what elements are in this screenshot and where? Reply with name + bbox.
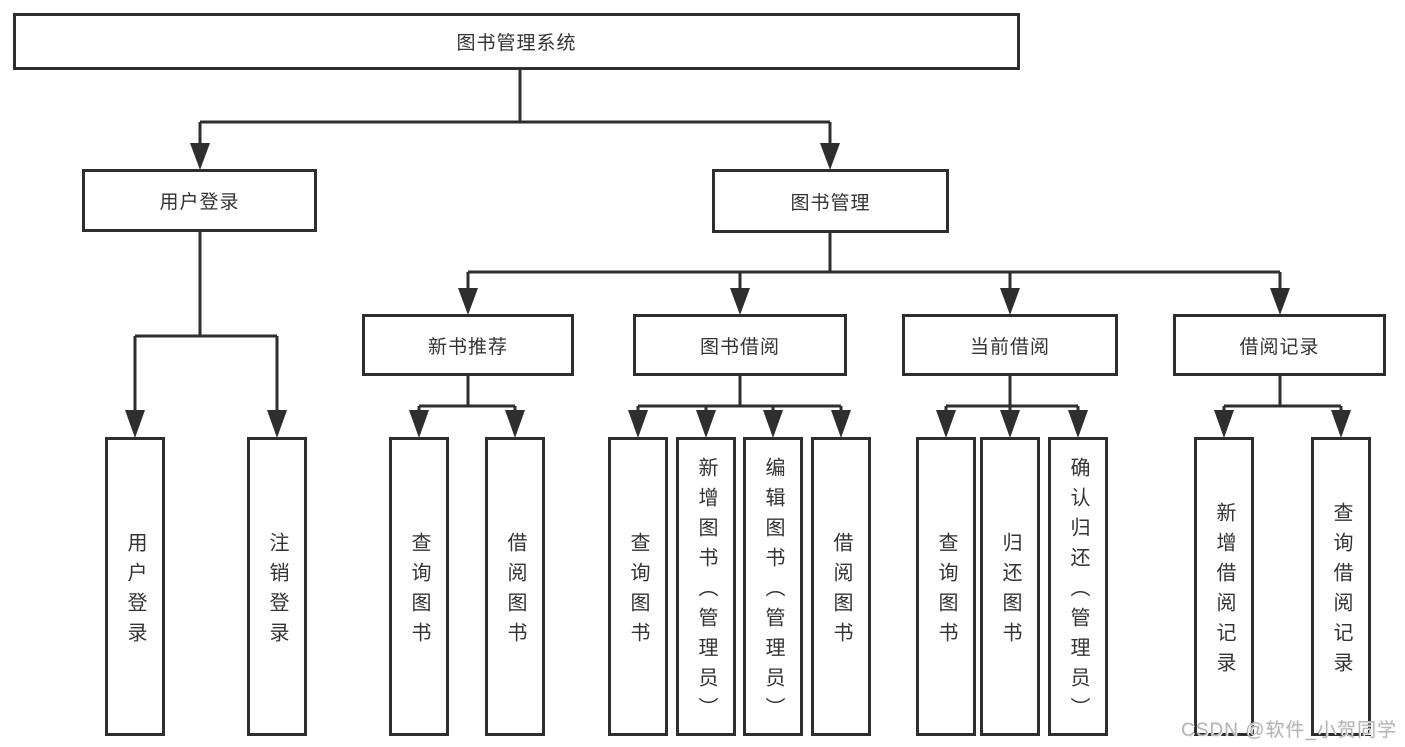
leaf-query-book-current: 查询图书 xyxy=(916,437,976,736)
leaf-borrow-book-recommend-label: 借阅图书 xyxy=(504,531,526,652)
leaf-query-borrow-record: 查询借阅记录 xyxy=(1311,437,1371,736)
node-borrow-record: 借阅记录 xyxy=(1173,314,1386,376)
leaf-user-login-label: 用户登录 xyxy=(124,531,146,652)
leaf-confirm-return-admin: 确认归还（管理员） xyxy=(1048,437,1108,736)
leaf-logout: 注销登录 xyxy=(247,437,307,736)
node-current-borrow-label: 当前借阅 xyxy=(969,336,1050,358)
node-user-login-label: 用户登录 xyxy=(159,192,240,213)
leaf-add-borrow-record: 新增借阅记录 xyxy=(1194,437,1254,736)
connector-user-login xyxy=(133,232,279,412)
leaf-query-book-recommend: 查询图书 xyxy=(389,437,449,736)
leaf-edit-book-admin-label: 编辑图书（管理员） xyxy=(762,456,784,727)
leaf-add-book-admin: 新增图书（管理员） xyxy=(676,437,736,736)
leaf-confirm-return-admin-label: 确认归还（管理员） xyxy=(1067,456,1089,727)
leaf-logout-label: 注销登录 xyxy=(266,531,288,652)
leaf-return-book-label: 归还图书 xyxy=(999,531,1021,652)
connector-book-borrow xyxy=(636,376,843,412)
node-new-book-recommend-label: 新书推荐 xyxy=(427,336,508,358)
node-new-book-recommend: 新书推荐 xyxy=(362,314,574,376)
leaf-return-book: 归还图书 xyxy=(980,437,1040,736)
connector-borrow-record xyxy=(1222,376,1343,412)
connector-new-book-recommend xyxy=(417,376,517,412)
leaf-query-book-borrow-label: 查询图书 xyxy=(627,531,649,652)
watermark: CSDN @软件_小贺同学 xyxy=(1181,720,1397,741)
connector-current-borrow xyxy=(944,376,1080,412)
node-current-borrow: 当前借阅 xyxy=(902,314,1118,376)
leaf-query-book-current-label: 查询图书 xyxy=(935,531,957,652)
leaf-borrow-book-recommend: 借阅图书 xyxy=(485,437,545,736)
leaf-borrow-book-label: 借阅图书 xyxy=(830,531,852,652)
leaf-add-book-admin-label: 新增图书（管理员） xyxy=(695,456,717,727)
leaf-user-login: 用户登录 xyxy=(105,437,165,736)
node-user-login: 用户登录 xyxy=(82,169,317,232)
connector-book-management xyxy=(466,233,1282,292)
leaf-add-borrow-record-label: 新增借阅记录 xyxy=(1213,501,1235,682)
node-book-borrow: 图书借阅 xyxy=(633,314,847,376)
node-book-borrow-label: 图书借阅 xyxy=(699,336,780,358)
node-book-management: 图书管理 xyxy=(712,169,949,233)
arrowheads xyxy=(125,143,1351,438)
node-root: 图书管理系统 xyxy=(13,13,1020,70)
connector-root xyxy=(198,70,832,146)
leaf-query-borrow-record-label: 查询借阅记录 xyxy=(1330,501,1352,682)
node-root-label: 图书管理系统 xyxy=(456,33,577,54)
leaf-query-book-borrow: 查询图书 xyxy=(608,437,668,736)
leaf-query-book-recommend-label: 查询图书 xyxy=(408,531,430,652)
leaf-edit-book-admin: 编辑图书（管理员） xyxy=(743,437,803,736)
node-book-management-label: 图书管理 xyxy=(790,192,871,214)
node-borrow-record-label: 借阅记录 xyxy=(1239,336,1320,358)
leaf-borrow-book: 借阅图书 xyxy=(811,437,871,736)
